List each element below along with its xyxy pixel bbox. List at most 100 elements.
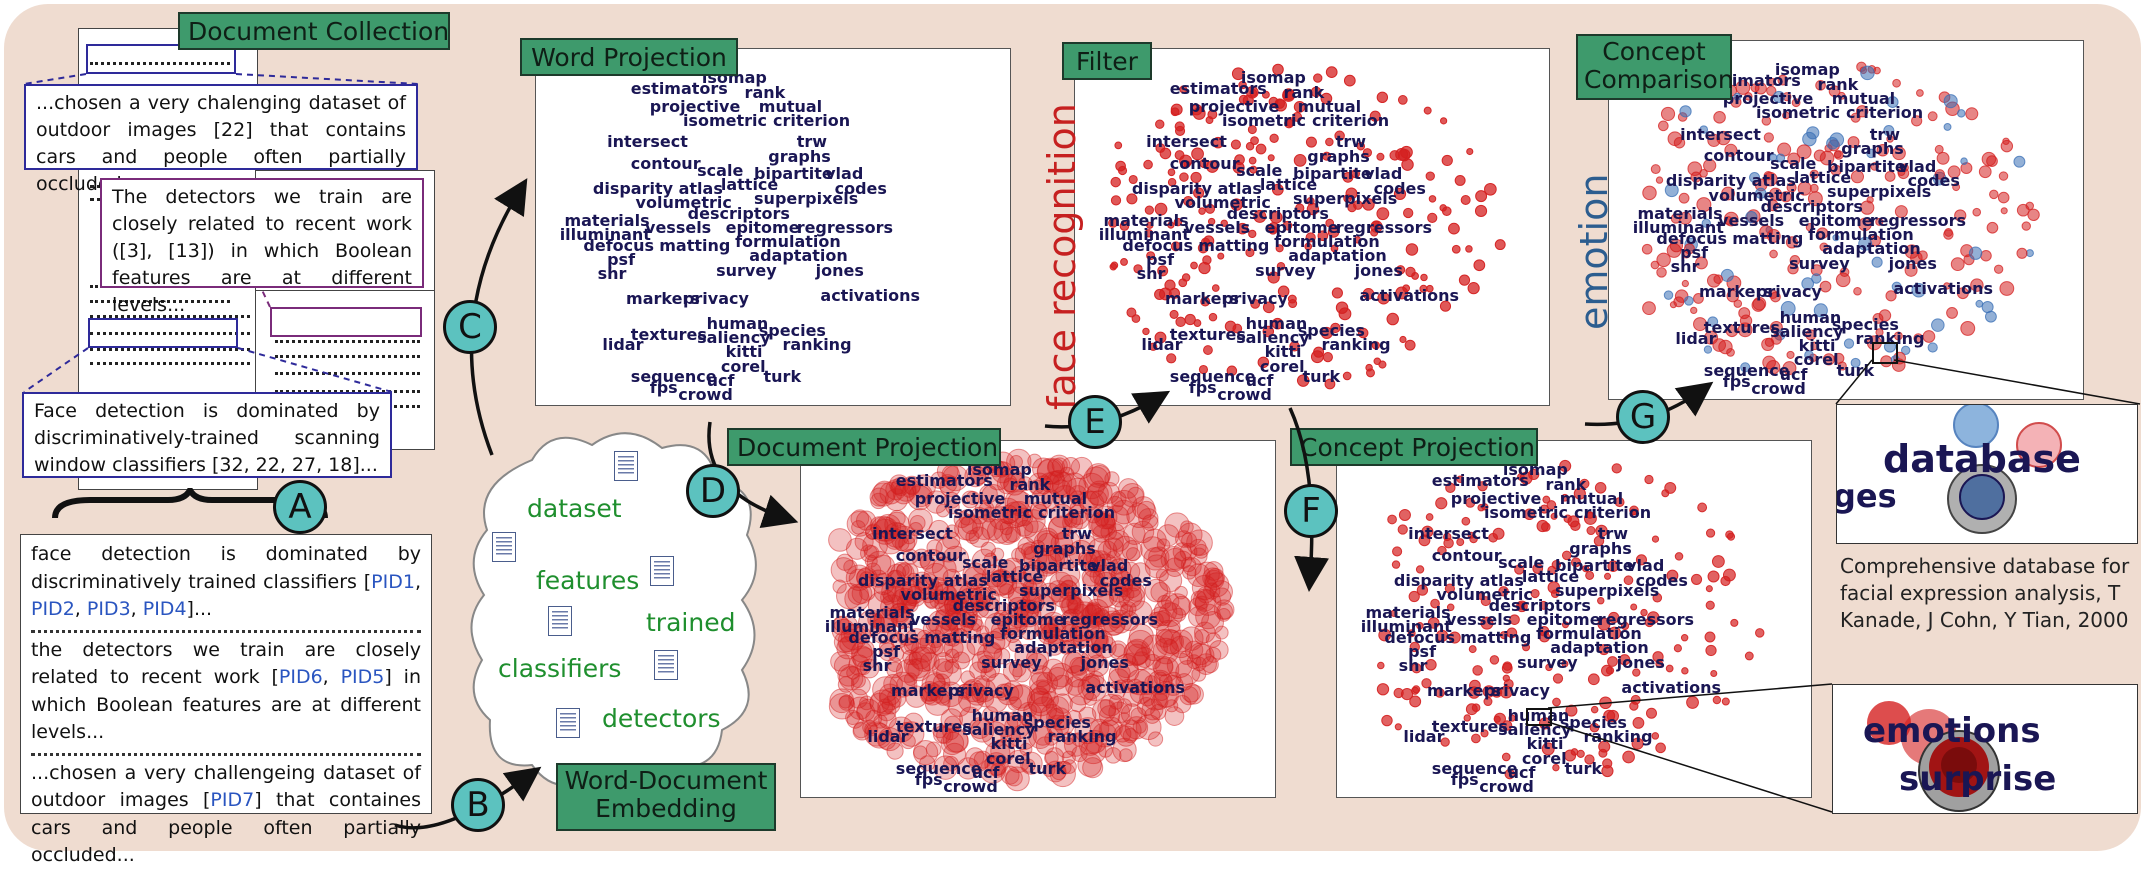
document-dot-blue[interactable] xyxy=(1745,210,1758,224)
document-dot[interactable] xyxy=(1126,307,1137,318)
document-dot[interactable] xyxy=(1892,78,1901,88)
document-dot[interactable] xyxy=(1699,168,1708,178)
document-dot[interactable] xyxy=(904,479,921,496)
document-dot[interactable] xyxy=(919,686,939,705)
document-dot[interactable] xyxy=(1789,255,1801,266)
document-dot[interactable] xyxy=(889,671,916,698)
document-dot[interactable] xyxy=(1261,90,1270,99)
document-dot[interactable] xyxy=(952,651,971,670)
document-dot[interactable] xyxy=(1009,455,1023,469)
document-dot[interactable] xyxy=(852,625,871,645)
document-dot[interactable] xyxy=(899,583,922,607)
document-dot[interactable] xyxy=(1216,602,1233,620)
document-dot[interactable] xyxy=(1085,549,1102,566)
document-dot[interactable] xyxy=(1037,532,1057,553)
document-dot[interactable] xyxy=(851,583,873,604)
document-dot[interactable] xyxy=(895,562,913,579)
document-dot[interactable] xyxy=(1683,243,1695,255)
document-dot[interactable] xyxy=(952,599,969,615)
document-dot[interactable] xyxy=(1108,668,1130,691)
document-dot[interactable] xyxy=(1007,606,1029,629)
document-dot[interactable] xyxy=(944,658,960,674)
document-dot[interactable] xyxy=(1474,204,1488,218)
document-dot[interactable] xyxy=(856,566,878,589)
document-dot[interactable] xyxy=(1111,499,1137,525)
document-dot[interactable] xyxy=(1484,182,1497,196)
document-dot[interactable] xyxy=(924,595,939,610)
document-dot[interactable] xyxy=(1047,580,1070,603)
document-dot[interactable] xyxy=(1451,244,1461,254)
document-dot[interactable] xyxy=(990,762,1006,778)
document-dot[interactable] xyxy=(953,593,970,610)
document-dot-blue[interactable] xyxy=(2013,155,2026,168)
document-dot[interactable] xyxy=(1272,63,1284,76)
document-dot[interactable] xyxy=(977,641,1003,668)
document-dot[interactable] xyxy=(884,528,906,550)
document-dot[interactable] xyxy=(1128,174,1138,185)
document-dot[interactable] xyxy=(839,635,857,653)
document-dot[interactable] xyxy=(882,585,909,611)
document-dot[interactable] xyxy=(1494,239,1506,251)
document-dot[interactable] xyxy=(1317,230,1329,242)
document-dot[interactable] xyxy=(1077,490,1099,512)
document-dot[interactable] xyxy=(1021,585,1038,602)
document-dot[interactable] xyxy=(1119,748,1133,762)
document-dot[interactable] xyxy=(946,576,968,598)
document-dot[interactable] xyxy=(983,552,998,566)
document-dot[interactable] xyxy=(1165,699,1179,713)
document-dot[interactable] xyxy=(1019,742,1033,756)
document-dot[interactable] xyxy=(971,688,987,704)
document-dot[interactable] xyxy=(1423,106,1432,115)
document-dot-blue[interactable] xyxy=(1866,148,1876,159)
document-dot[interactable] xyxy=(1759,225,1773,239)
document-dot[interactable] xyxy=(1179,650,1194,665)
document-dot[interactable] xyxy=(889,602,910,623)
document-dot[interactable] xyxy=(970,573,989,591)
document-dot-blue[interactable] xyxy=(1858,236,1873,251)
document-dot[interactable] xyxy=(1010,472,1025,488)
document-dot[interactable] xyxy=(1154,684,1178,708)
document-dot[interactable] xyxy=(873,609,898,634)
document-dot[interactable] xyxy=(1039,472,1060,493)
document-dot[interactable] xyxy=(1191,574,1218,601)
document-dot[interactable] xyxy=(1074,717,1102,745)
document-dot[interactable] xyxy=(935,690,951,706)
document-dot-blue[interactable] xyxy=(1703,345,1713,354)
document-dot[interactable] xyxy=(1322,151,1332,161)
document-dot[interactable] xyxy=(1376,207,1390,221)
document-dot[interactable] xyxy=(866,722,893,749)
document-dot[interactable] xyxy=(984,612,1011,639)
document-dot[interactable] xyxy=(908,651,923,666)
document-dot[interactable] xyxy=(991,461,1014,484)
document-dot[interactable] xyxy=(1072,614,1100,642)
document-dot[interactable] xyxy=(1094,571,1118,596)
document-dot-blue[interactable] xyxy=(1679,105,1692,118)
document-dot[interactable] xyxy=(843,559,858,575)
document-dot[interactable] xyxy=(900,637,918,655)
document-dot[interactable] xyxy=(946,632,961,647)
document-dot[interactable] xyxy=(1805,329,1817,341)
document-dot[interactable] xyxy=(1439,204,1447,212)
document-dot[interactable] xyxy=(959,706,982,729)
document-dot[interactable] xyxy=(838,695,852,709)
document-dot[interactable] xyxy=(1296,374,1310,387)
document-dot-blue[interactable] xyxy=(1813,303,1828,318)
document-dot[interactable] xyxy=(1175,659,1201,686)
document-dot[interactable] xyxy=(1343,74,1356,87)
document-dot[interactable] xyxy=(895,659,920,683)
document-dot[interactable] xyxy=(1770,333,1782,345)
document-dot[interactable] xyxy=(1247,125,1257,135)
document-dot[interactable] xyxy=(1986,155,1998,167)
document-dot[interactable] xyxy=(971,548,998,575)
document-dot[interactable] xyxy=(1295,203,1305,213)
document-dot[interactable] xyxy=(1154,331,1167,344)
pid-link[interactable]: PID5 xyxy=(340,666,385,688)
document-dot[interactable] xyxy=(1116,698,1133,714)
document-dot[interactable] xyxy=(952,627,969,644)
document-dot[interactable] xyxy=(1031,487,1054,510)
document-dot[interactable] xyxy=(1059,466,1075,482)
document-dot[interactable] xyxy=(1140,536,1166,562)
document-dot[interactable] xyxy=(890,632,907,649)
